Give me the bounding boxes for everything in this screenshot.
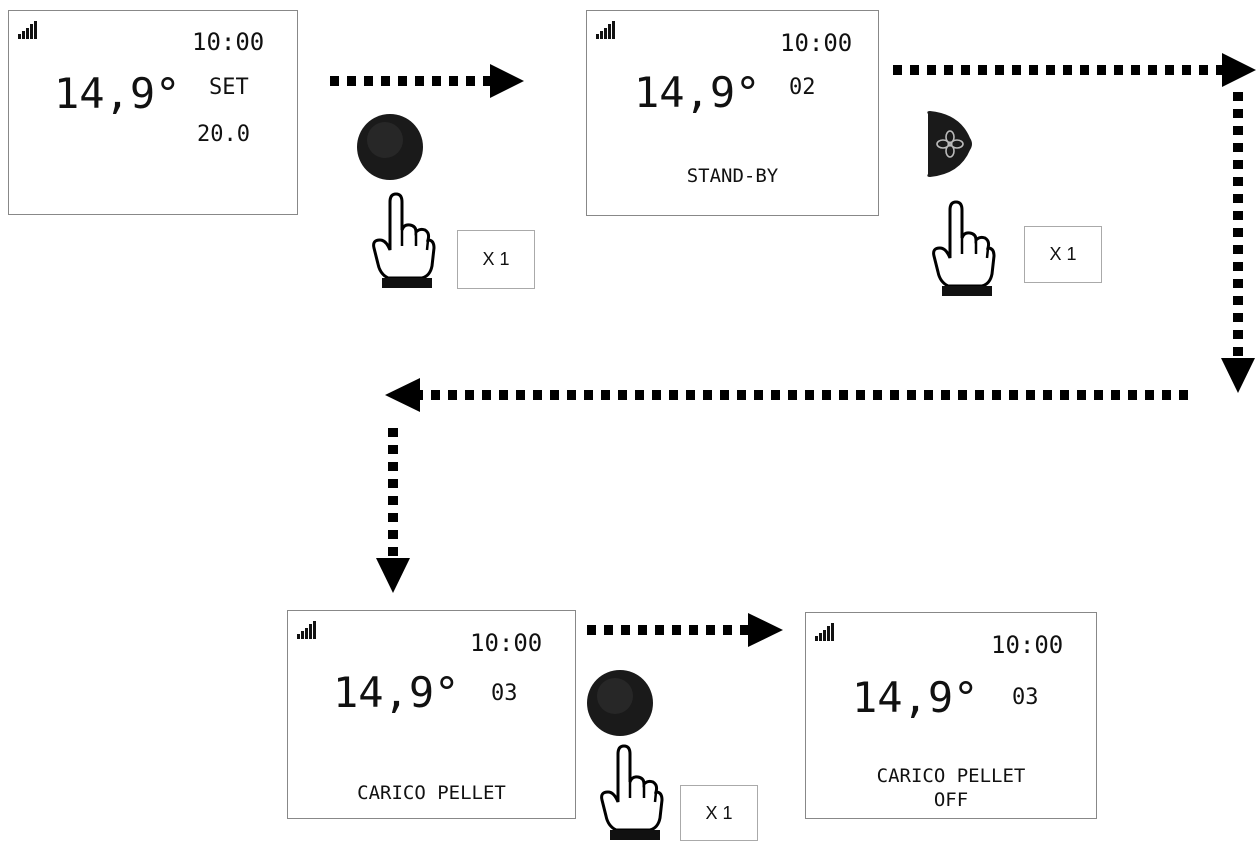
level-value: 02	[789, 75, 816, 100]
menu-button-icon	[357, 114, 423, 180]
ok-button-label: OK	[681, 696, 699, 708]
status-text: CARICO PELLET	[357, 782, 506, 804]
temperature-reading: 14,9°	[333, 668, 460, 717]
arrow-screen1-to-screen2	[330, 64, 524, 98]
signal-bars-icon	[595, 21, 617, 39]
press-count-box: X 1	[457, 230, 535, 289]
level-value: 03	[1012, 685, 1039, 710]
press-count-box: X 1	[1024, 226, 1102, 283]
temperature-reading: 14,9°	[54, 69, 181, 118]
display-screen-4: 10:00 14,9° 03 CARICO PELLET OFF	[805, 612, 1097, 819]
ok-button[interactable]: OK	[585, 668, 698, 738]
level-value: 03	[491, 681, 518, 706]
status-text: CARICO PELLET	[876, 765, 1026, 787]
display-screen-3: 10:00 14,9° 03 CARICO PELLET	[287, 610, 576, 819]
fan-button[interactable]	[920, 108, 976, 180]
signal-bars-icon	[814, 623, 836, 641]
signal-bars-icon	[17, 21, 39, 39]
arrow-screen3-to-screen4	[587, 613, 783, 647]
temperature-reading: 14,9°	[852, 673, 979, 722]
clock-time: 10:00	[780, 29, 853, 57]
pointing-hand-icon	[932, 200, 996, 296]
display-screen-1: 10:00 14,9° SET 20.0	[8, 10, 298, 215]
set-label: SET	[209, 75, 249, 100]
temperature-reading: 14,9°	[634, 68, 761, 117]
menu-button-label: MENU	[442, 138, 478, 152]
status-text-line-2: OFF	[933, 789, 969, 811]
arrow-screen2-right-then-down	[893, 53, 1256, 393]
pointing-hand-icon	[600, 744, 664, 840]
signal-bars-icon	[296, 621, 318, 639]
pointing-hand-icon	[372, 192, 436, 288]
clock-time: 10:00	[192, 28, 265, 56]
set-value: 20.0	[197, 122, 250, 147]
arrow-back-left	[385, 378, 1188, 412]
clock-time: 10:00	[470, 629, 543, 657]
menu-button[interactable]: MENU	[355, 112, 478, 182]
ok-button-icon	[587, 670, 653, 736]
clock-time: 10:00	[991, 631, 1064, 659]
fan-button-icon	[927, 111, 972, 177]
press-count-box: X 1	[680, 785, 758, 841]
display-screen-2: 10:00 14,9° 02 STAND-BY	[586, 10, 879, 216]
status-text: STAND-BY	[686, 165, 779, 187]
arrow-down-to-screen3	[376, 428, 410, 593]
